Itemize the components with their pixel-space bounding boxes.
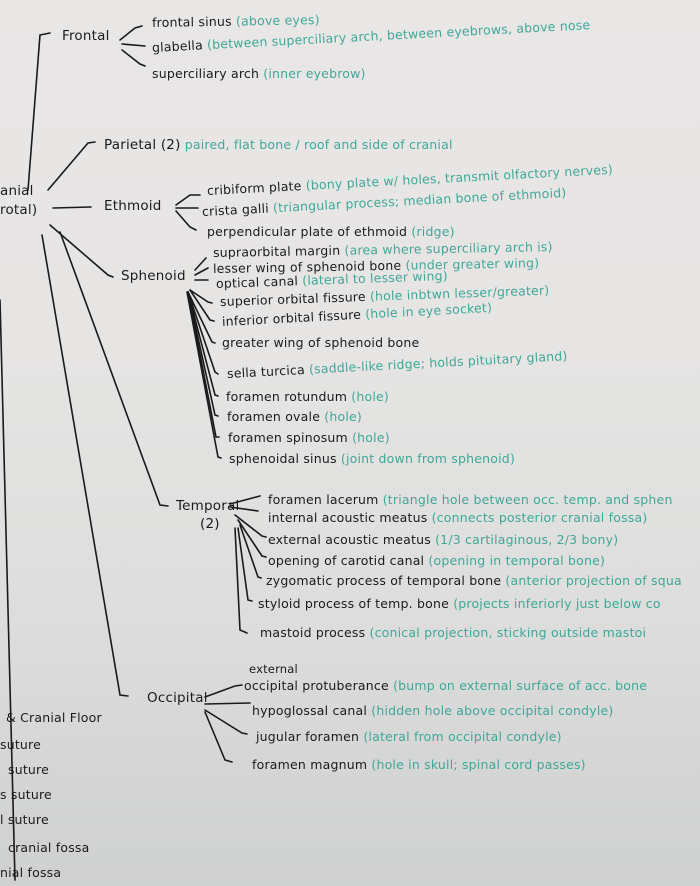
temporal-child: foramen lacerum (triangle hole between o… xyxy=(268,492,673,507)
note: (inner eyebrow) xyxy=(263,66,366,81)
note: (hidden hole above occipital condyle) xyxy=(371,703,614,718)
temporal-child: external acoustic meatus (1/3 cartilagin… xyxy=(268,532,618,547)
left-list-item: suture xyxy=(0,737,42,752)
term: external acoustic meatus xyxy=(268,532,431,547)
note: paired, flat bone / roof and side of cra… xyxy=(184,137,453,152)
note: (projects inferiorly just below co xyxy=(453,596,661,611)
term: frontal sinus xyxy=(151,13,232,30)
note: (anterior projection of squa xyxy=(505,573,682,588)
temporal-label: Temporal xyxy=(176,498,240,514)
sphenoid-child: foramen rotundum (hole) xyxy=(226,389,389,404)
sphenoid-label: Sphenoid xyxy=(121,268,186,284)
term: supraorbital margin xyxy=(212,242,341,260)
temporal-child: zygomatic process of temporal bone (ante… xyxy=(266,573,682,588)
term: opening of carotid canal xyxy=(268,553,425,568)
term: sphenoidal sinus xyxy=(229,451,337,466)
note: (lateral from occipital condyle) xyxy=(363,729,562,744)
left-list-item: l suture xyxy=(0,812,49,827)
term: optical canal xyxy=(215,273,299,291)
root-label-line1: anial xyxy=(0,183,34,199)
frontal-child: superciliary arch (inner eyebrow) xyxy=(152,66,366,81)
note: (connects posterior cranial fossa) xyxy=(431,510,648,525)
left-list-item: cranial fossa xyxy=(8,840,90,855)
term: superciliary arch xyxy=(152,66,260,81)
term: hypoglossal canal xyxy=(252,703,368,718)
term: zygomatic process of temporal bone xyxy=(266,573,502,588)
occipital-child: hypoglossal canal (hidden hole above occ… xyxy=(252,703,614,718)
note: (hole) xyxy=(352,430,390,445)
parietal-label: Parietal (2) xyxy=(104,137,181,153)
temporal-count: (2) xyxy=(200,516,220,532)
term: foramen magnum xyxy=(252,757,368,772)
temporal-child: internal acoustic meatus (connects poste… xyxy=(268,510,647,525)
term: occipital protuberance xyxy=(244,678,389,693)
note: (opening in temporal bone) xyxy=(428,553,606,568)
temporal-child: styloid process of temp. bone (projects … xyxy=(258,596,661,611)
ethmoid-label: Ethmoid xyxy=(104,198,162,214)
note: (1/3 cartilaginous, 2/3 bony) xyxy=(435,532,619,547)
temporal-child: mastoid process (conical projection, sti… xyxy=(260,625,646,640)
left-list-item: suture xyxy=(8,762,50,777)
note: (joint down from sphenoid) xyxy=(340,451,516,466)
term: internal acoustic meatus xyxy=(268,510,428,525)
note: (hole) xyxy=(324,409,362,424)
term: glabella xyxy=(151,37,204,55)
sphenoid-child: foramen spinosum (hole) xyxy=(228,430,390,445)
term: jugular foramen xyxy=(256,729,360,744)
occipital-child-prefix: external xyxy=(249,662,298,676)
parietal-node: Parietal (2) paired, flat bone / roof an… xyxy=(104,137,453,153)
sphenoid-child: greater wing of sphenoid bone xyxy=(222,335,419,350)
frontal-child: frontal sinus (above eyes) xyxy=(152,12,320,30)
note: (bump on external surface of acc. bone xyxy=(393,678,648,693)
term: mastoid process xyxy=(260,625,366,640)
left-list-item: s suture xyxy=(0,787,52,802)
term: greater wing of sphenoid bone xyxy=(222,335,420,350)
ethmoid-child: perpendicular plate of ethmoid (ridge) xyxy=(207,224,455,239)
term: perpendicular plate of ethmoid xyxy=(207,224,408,239)
occipital-label: Occipital xyxy=(147,690,208,706)
term: foramen rotundum xyxy=(226,389,348,404)
frontal-label: Frontal xyxy=(62,28,110,44)
note: (triangle hole between occ. temp. and sp… xyxy=(382,492,673,507)
left-list-item: nial fossa xyxy=(0,865,62,880)
note: (hole) xyxy=(351,389,389,404)
sphenoid-child: sphenoidal sinus (joint down from spheno… xyxy=(229,451,515,466)
term: foramen lacerum xyxy=(268,492,379,507)
root-label-line2: rotal) xyxy=(0,202,38,218)
note: (ridge) xyxy=(411,224,455,239)
note: (above eyes) xyxy=(235,12,320,29)
term: styloid process of temp. bone xyxy=(258,596,449,611)
note: (conical projection, sticking outside ma… xyxy=(369,625,647,640)
sphenoid-child: foramen ovale (hole) xyxy=(227,409,362,424)
occipital-child: jugular foramen (lateral from occipital … xyxy=(256,729,562,744)
occipital-child: occipital protuberance (bump on external… xyxy=(244,678,647,693)
term: foramen ovale xyxy=(227,409,321,424)
note: (hole in skull; spinal cord passes) xyxy=(371,757,586,772)
left-list-item: & Cranial Floor xyxy=(6,710,102,725)
temporal-child: opening of carotid canal (opening in tem… xyxy=(268,553,605,568)
term: foramen spinosum xyxy=(228,430,348,445)
occipital-child: foramen magnum (hole in skull; spinal co… xyxy=(252,757,586,772)
